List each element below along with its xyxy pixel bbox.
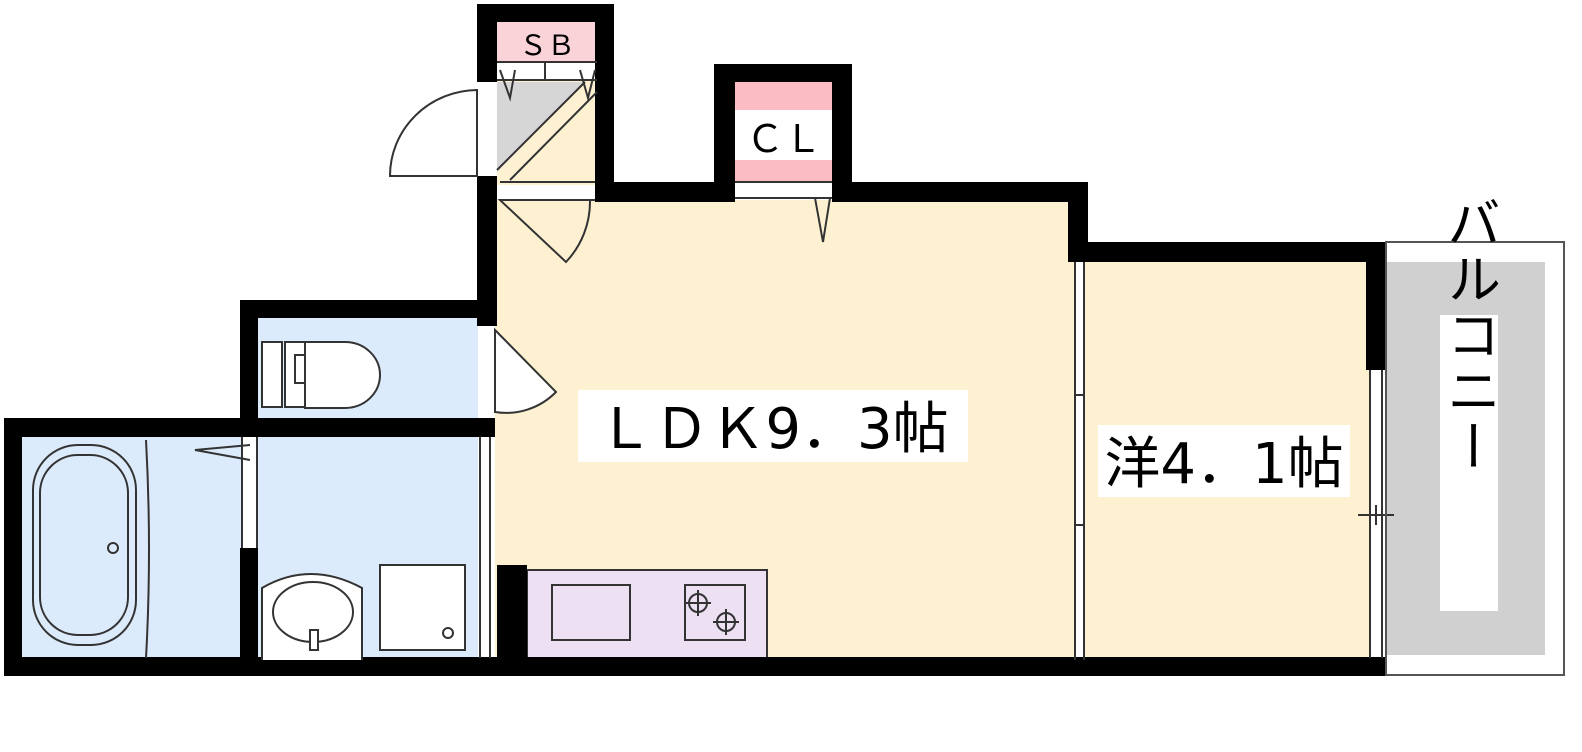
sb-label: ＳＢ bbox=[519, 29, 575, 62]
doors bbox=[194, 69, 831, 461]
western-label-bg bbox=[1098, 425, 1350, 497]
toilet-fixture bbox=[261, 341, 381, 409]
washing-machine bbox=[379, 564, 466, 651]
sink bbox=[551, 584, 631, 641]
balcony-label: バルコニー bbox=[1438, 195, 1501, 475]
cl-label: ＣＬ bbox=[746, 117, 822, 161]
ldk-label-bg bbox=[578, 390, 968, 462]
storage-box bbox=[497, 20, 597, 62]
ldk-label: ＬＤＫ9．3帖 bbox=[597, 397, 948, 462]
entrance-diag-2 bbox=[509, 91, 598, 181]
washbasin bbox=[261, 573, 363, 660]
balcony-label-bg bbox=[1440, 315, 1498, 611]
toilet-door-swing bbox=[494, 327, 558, 414]
bath-room bbox=[22, 437, 242, 659]
walls bbox=[4, 4, 1386, 676]
western-label: 洋4．1帖 bbox=[1104, 432, 1343, 497]
stove bbox=[684, 584, 746, 641]
hall-door-swing bbox=[497, 199, 592, 264]
closet-door bbox=[814, 197, 831, 243]
closet-shelf bbox=[735, 110, 832, 160]
bathtub bbox=[32, 439, 150, 659]
sb-door-left bbox=[499, 69, 516, 102]
entrance-diag-1 bbox=[496, 81, 586, 171]
partitions bbox=[241, 61, 1565, 676]
entry-door-swing bbox=[388, 88, 478, 177]
bath-door bbox=[194, 444, 251, 461]
sb-door-right bbox=[579, 69, 596, 102]
